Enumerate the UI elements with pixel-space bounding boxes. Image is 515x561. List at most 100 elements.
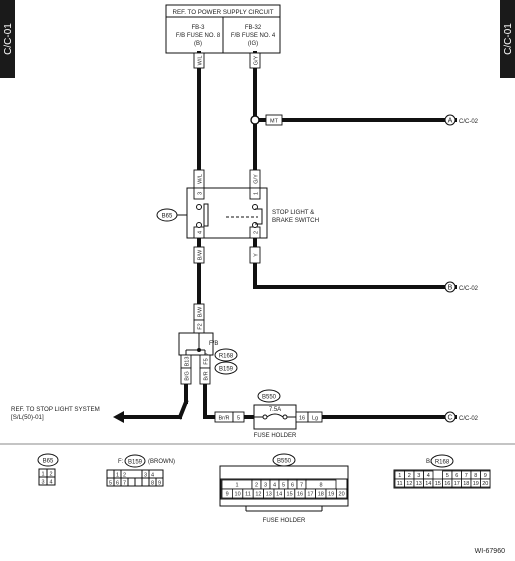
svg-text:Y: Y (254, 253, 260, 257)
svg-text:3: 3 (198, 192, 204, 195)
svg-text:A: A (448, 118, 453, 125)
svg-text:(B): (B) (194, 41, 202, 47)
r168-pin: 18 (463, 481, 469, 487)
b550-pin: 9 (226, 492, 229, 498)
figure-id: WI-67960 (475, 548, 505, 555)
svg-text:W/L: W/L (198, 56, 204, 66)
legend-b65: B65 1 2 3 4 (37, 453, 59, 486)
svg-text:B550: B550 (277, 459, 292, 465)
stop-light-brake-switch: W/L 3 G/Y 1 4 B/W 2 Y STOP LIGHT & BRAKE… (186, 169, 319, 264)
svg-text:16: 16 (299, 416, 305, 422)
b550-pin: 13 (266, 492, 272, 498)
b550-pin: 11 (245, 492, 251, 498)
r168-pin: 5 (446, 473, 449, 479)
splice-point (250, 115, 260, 125)
svg-text:FB-32: FB-32 (245, 25, 262, 31)
r168-pin: 9 (484, 473, 487, 479)
svg-text:MT: MT (270, 119, 279, 125)
legend-b159: F: B159 (BROWN) 1 2 3 4 5 6 7 8 9 (106, 454, 175, 487)
svg-text:Br/R: Br/R (219, 416, 230, 422)
svg-text:1: 1 (41, 472, 44, 478)
svg-text:STOP LIGHT &: STOP LIGHT & (272, 209, 315, 216)
svg-text:(IG): (IG) (248, 41, 258, 47)
svg-text:C/C-02: C/C-02 (459, 416, 479, 422)
svg-text:REF. TO STOP LIGHT SYSTEM: REF. TO STOP LIGHT SYSTEM (11, 406, 100, 413)
svg-text:R168: R168 (219, 354, 234, 360)
offpage-b: B C/C-02 (444, 281, 479, 293)
svg-text:B/R: B/R (204, 371, 210, 380)
fb-junction: B/W F2 F/B B F B13 B/G F5 B/R (178, 303, 218, 385)
b550-pin: 1 (235, 483, 238, 489)
b550-pin: 5 (282, 483, 285, 489)
wire-tag-w2: G/Y (249, 52, 261, 69)
connector-b550-label: B550 (257, 389, 281, 403)
svg-text:2: 2 (254, 231, 260, 234)
svg-text:B/W: B/W (198, 249, 204, 260)
r168-pin: 15 (435, 481, 441, 487)
svg-text:7: 7 (123, 481, 126, 487)
b550-pin: 3 (264, 483, 267, 489)
svg-text:B159: B159 (219, 367, 234, 373)
svg-text:4: 4 (49, 480, 52, 486)
b550-pin: 15 (287, 492, 293, 498)
b550-pin: 16 (297, 492, 303, 498)
r168-pin: 11 (397, 481, 403, 487)
svg-text:8: 8 (151, 481, 154, 487)
svg-text:1: 1 (116, 473, 119, 479)
svg-text:[S/L(50)-01]: [S/L(50)-01] (11, 414, 44, 421)
svg-text:C/C-01: C/C-01 (503, 23, 514, 55)
svg-text:F5: F5 (204, 358, 210, 364)
svg-text:F:: F: (118, 459, 124, 465)
svg-text:5: 5 (109, 481, 112, 487)
svg-text:C: C (447, 415, 452, 422)
svg-text:5: 5 (237, 416, 240, 422)
svg-text:4: 4 (151, 473, 154, 479)
svg-text:FUSE HOLDER: FUSE HOLDER (263, 518, 306, 524)
offpage-c: C C/C-02 (444, 411, 479, 423)
svg-text:B/G: B/G (185, 371, 191, 380)
power-box-title: REF. TO POWER SUPPLY CIRCUIT (173, 9, 274, 16)
r168-pin: 12 (406, 481, 412, 487)
svg-text:Lg: Lg (312, 416, 318, 422)
svg-text:4: 4 (198, 231, 204, 234)
connector-b159-label: B159 (214, 361, 238, 375)
r168-pin: 2 (408, 473, 411, 479)
svg-text:F/B FUSE NO. 8: F/B FUSE NO. 8 (176, 33, 221, 39)
r168-pin: 3 (417, 473, 420, 479)
svg-text:7.5A: 7.5A (269, 407, 281, 413)
svg-text:B550: B550 (262, 395, 277, 401)
wires (122, 51, 457, 420)
svg-text:2: 2 (49, 472, 52, 478)
svg-text:F/B FUSE NO. 4: F/B FUSE NO. 4 (231, 33, 276, 39)
svg-text:F2: F2 (198, 323, 204, 329)
svg-text:F/B: F/B (209, 341, 218, 347)
svg-text:BRAKE SWITCH: BRAKE SWITCH (272, 217, 319, 224)
r168-pin: 19 (473, 481, 479, 487)
r168-pin: 1 (398, 473, 401, 479)
svg-text:G/Y: G/Y (254, 174, 260, 184)
stop-light-ref: REF. TO STOP LIGHT SYSTEM [S/L(50)-01] (11, 406, 124, 423)
r168-pin: 8 (474, 473, 477, 479)
connector-r168-label: R168 (214, 348, 238, 362)
b550-pin: 19 (328, 492, 334, 498)
svg-text:FB-3: FB-3 (191, 25, 205, 31)
r168-pin: 4 (427, 473, 430, 479)
b550-pin: 7 (300, 483, 303, 489)
svg-text:R168: R168 (435, 460, 450, 466)
b550-pin: 10 (235, 492, 241, 498)
page-tag-right: C/C-01 (500, 0, 515, 78)
svg-text:C/C-01: C/C-01 (3, 23, 14, 55)
b550-pin: 20 (339, 492, 345, 498)
offpage-a: A C/C-02 (444, 114, 479, 126)
svg-text:(BROWN): (BROWN) (148, 459, 175, 465)
power-supply-box: REF. TO POWER SUPPLY CIRCUIT FB-3 F/B FU… (165, 4, 281, 54)
svg-text:3: 3 (144, 473, 147, 479)
page-tag-left: C/C-01 (0, 0, 15, 78)
svg-text:B65: B65 (43, 459, 54, 465)
svg-text:B:: B: (426, 459, 432, 465)
svg-text:C/C-02: C/C-02 (459, 119, 479, 125)
svg-text:B: B (448, 285, 453, 292)
